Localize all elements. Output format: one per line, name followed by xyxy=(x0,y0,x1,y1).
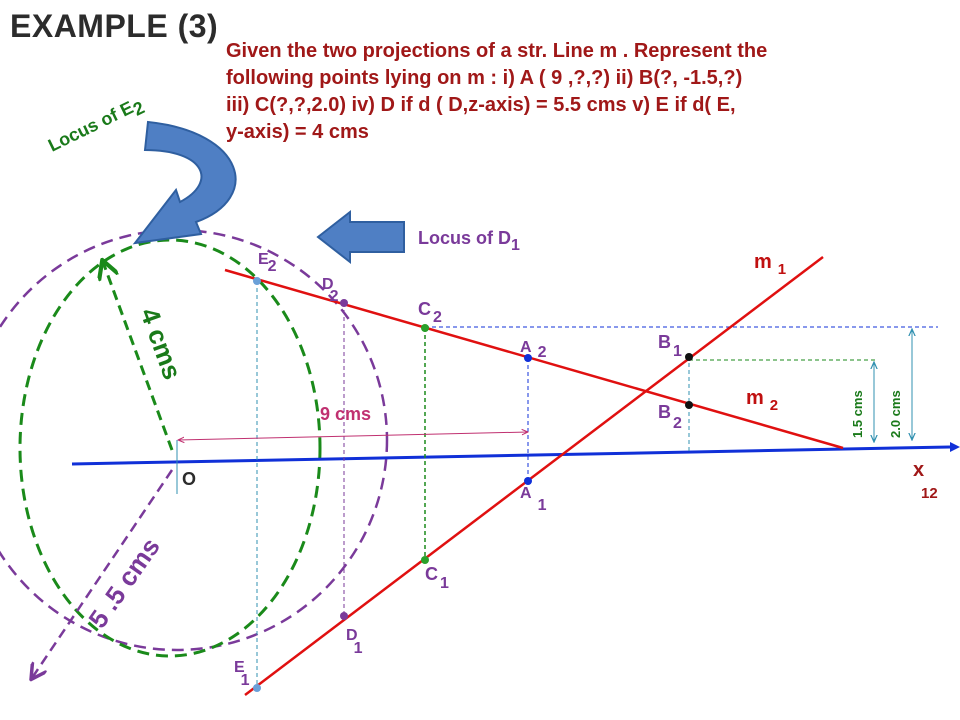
problem-statement: Given the two projections of a str. Line… xyxy=(226,38,916,146)
point-d2 xyxy=(340,299,348,307)
x12-label: x xyxy=(913,459,924,481)
point-e1 xyxy=(253,684,261,692)
problem-line-4: y-axis) = 4 cms xyxy=(226,121,369,143)
radius-5-5cm-line xyxy=(32,469,174,678)
point-e2 xyxy=(253,277,261,285)
dim-9cm-label: 9 cms xyxy=(320,404,371,424)
line-m2 xyxy=(224,268,844,450)
dim-2-0cm-label: 2.0 cms xyxy=(888,390,903,438)
dim-1-5cm-label: 1.5 cms xyxy=(850,390,865,438)
label-b2: B2 xyxy=(658,402,682,432)
point-d1 xyxy=(340,612,348,620)
point-a2 xyxy=(524,354,532,362)
point-a1 xyxy=(524,477,532,485)
x12-axis xyxy=(71,445,951,466)
line-m1 xyxy=(244,256,824,696)
origin-label: O xyxy=(182,469,196,489)
point-c1 xyxy=(421,556,429,564)
locus-e2-label: Locus of E2 xyxy=(45,93,148,160)
problem-line-2: following points lying on m : i) A ( 9 ,… xyxy=(226,67,743,89)
slide-title: EXAMPLE (3) xyxy=(10,8,219,44)
locus-d1-label: Locus of D1 xyxy=(418,228,520,254)
point-b1 xyxy=(685,353,693,361)
label-e2: E2 xyxy=(258,251,277,275)
point-c2 xyxy=(421,324,429,332)
locus-e2-curved-arrow xyxy=(132,120,237,245)
locus-e2-circle xyxy=(18,238,322,658)
point-b2 xyxy=(685,401,693,409)
problem-line-1: Given the two projections of a str. Line… xyxy=(226,40,768,62)
x12-axis-arrowhead xyxy=(950,442,960,452)
dim-9cm-line xyxy=(178,432,528,440)
locus-d1-block-arrow xyxy=(316,209,405,265)
radius-4cm-line xyxy=(103,262,174,451)
x12-label-sub: 12 xyxy=(921,485,938,502)
label-a1: A1 xyxy=(520,485,547,514)
problem-line-3: iii) C(?,?,2.0) iv) D if d ( D,z-axis) =… xyxy=(226,94,736,116)
